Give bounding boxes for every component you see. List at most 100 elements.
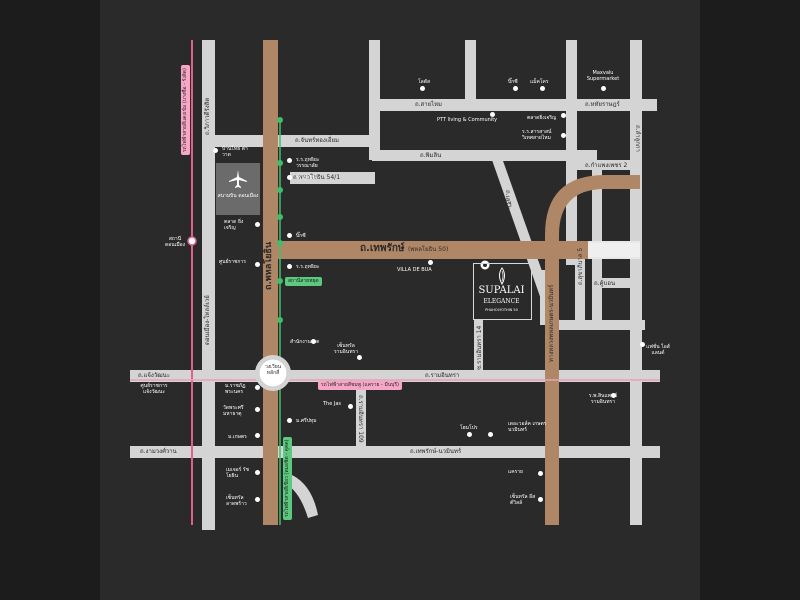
supalai-subtitle-location: PHAHOLYOTHIN 50 [485,308,518,312]
green-station-dot [277,278,283,284]
landmark-dot [255,433,260,438]
phahon-54-road [290,172,375,184]
landmark-makro: แม็คโคร [530,79,549,85]
road-label-phahon-yothin: ถ.พหลโยธิน [264,241,274,290]
landmark-school-5: ตลาด ยิ่งเจริญ [224,219,244,231]
landmark-district-office: ศูนย์ราชการ [219,259,246,265]
green-station-dot [277,240,283,246]
landmark-dot [255,407,260,412]
landmark-dot [287,175,292,180]
landmark-dot [255,470,260,475]
landmark-big-c-mid: บิ๊กซี [296,233,306,239]
don-mueang-station-marker [187,236,197,246]
phahon-yothin-road [263,40,278,525]
thepharak-road [278,241,588,259]
landmark-dot [255,262,260,267]
phinlap-road [372,150,597,161]
green-line-tag: รถไฟฟ้าสายสีเขียว (หมอชิต - คูคต) [283,436,292,520]
thepharak-nawamin-road [130,446,660,458]
landmark-dot [640,342,645,347]
green-line [277,117,283,525]
landmark-dot [255,497,260,502]
landmark-dot [348,404,353,409]
landmark-index-living: ร.ร.ฤทธิยะ [296,264,320,270]
green-station-dot [277,317,283,323]
landmark-fashion: แฟชั่น ไอส์แลนด์ [646,344,670,356]
road-label-don-mueang-tollway: ดอนเมือง-โทลล์เวย์ [204,295,211,345]
landmark-dot [287,233,292,238]
pink-line-tag: รถไฟฟ้าสายสีชมพู (แคราย - มีนบุรี) [318,381,402,390]
airport-label: สนามบิน ดอนเมือง [217,193,259,199]
bottom-curve-road [286,475,318,518]
chan-thong-road [215,135,380,147]
right-connector [545,320,645,330]
vibhavadi-road [202,40,215,530]
landmark-dot [538,497,543,502]
landmark-mega-home: เมเจอร์ รัชโยธิน [226,467,250,479]
road-vertical-d [630,40,642,525]
landmark-maxvalu: Maxvalu Supermarket [586,70,620,82]
landmark-school-1: ร.ร.ฤทธิยะวรรณาลัย [296,157,320,169]
landmark-dot [488,432,493,437]
landmark-big-c-top: บิ๊กซี [508,79,518,85]
landmark-dot [287,418,292,423]
green-station-dot [277,117,283,123]
landmark-kasetsart: ม.เกษตร [228,434,247,440]
red-line-tag: รถไฟฟ้าสายสีแดงเข้ม (บางซื่อ - รังสิต) [181,64,190,155]
road-vertical-a [369,40,380,160]
main-roads [263,40,640,525]
landmark-dot [213,148,218,153]
road-label-vibhavadi: ถ.วิภาวดีรังสิต [204,97,211,135]
landmark-school-3: รร.ฤทธิยะ [296,175,318,181]
landmark-rama-hospital: ร.พ.สินแพทย์ รามอินทรา [588,393,618,405]
don-mueang-station-label: สถานี ดอนเมือง [165,236,186,248]
landmark-central: เซ็นทรัล รามอินทรา [334,343,358,355]
landmark-dot [311,339,316,344]
landmark-bigc-bottom: แคราย [508,469,523,475]
landmark-dot [611,393,616,398]
road-label-upside: ถ.เสรีไทย [504,190,511,215]
circle-inner [258,358,288,388]
green-station-dot [277,160,283,166]
road-vertical-i [575,245,585,325]
diagonal-road [492,158,560,322]
road-label-ngam-wong-wan: ถ.งามวงศ์วาน [140,448,177,455]
road-label-chaeng-watthana: ถ.แจ้งวัฒนะ [138,372,170,379]
supalai-leaf-logo [499,267,505,285]
road-label-chan-thongkham: ถ.จันทร์ทองเอี่ยม [295,137,339,144]
road-label-thepharak-nawamin: ถ.เทพรักษ์-นวมินทร์ [410,448,462,455]
green-station-tag: สถานีสายหยุด [285,277,322,286]
landmark-saphan: สำนักงานเขต [290,339,320,345]
landmark-the-walk: เดอะวอล์ค เกษตรนวมินทร์ [508,421,547,433]
landmark-dot [420,86,425,91]
supalai-project-box [473,263,532,320]
road-label-sukhaphiban: ถ.สุขาภิบาล 5 [577,247,584,285]
landmark-univ-1: ม.ราชภัฏ พระนคร [225,383,246,395]
kaset-nawamin-highway [545,175,640,525]
road-label-phinlap: ถ.พิมลิน [420,152,442,159]
road-label-kamphaengphet: ถ.กำแพงเพชร 2 [585,162,628,169]
road-label-ram-intra-soi: ซ.รามอินทรา 14 [476,325,483,370]
landmark-dot [287,158,292,163]
landmark-kaset-market: ม.ศรีปทุม [296,418,317,424]
landmark-dot [287,264,292,269]
supalai-pin [479,259,491,271]
road-label-thepharak: ถ.เทพรักษ์ (พหลโยธิน 50) [360,243,449,254]
landmark-homepro: โฮมโปร [460,425,478,431]
kaset-nawamin-road [577,160,632,170]
airplane-icon [229,170,247,188]
road-label-ram-intra: ถ.รามอินทรา [425,372,460,379]
landmark-dot [428,260,433,265]
landmark-market-top: ตลาดยิ่งเจริญ [527,115,557,121]
landmark-dot [540,86,545,91]
landmark-dot [490,112,495,117]
landmark-school-2: ร.ร.สารสาสน์วิเทศสายไหม [522,129,552,141]
road-label-sai-mai: ถ.สายไหม [415,101,443,108]
lak-si-circle-label: วงเวียน หลักสี่ [264,364,282,376]
road-vertical-g [356,383,366,450]
landmark-villa-de-bua: VILLA DE BUA [397,267,432,273]
road-label-hathairat: ถ.หทัยราษฎร์ [585,101,620,108]
landmark-dot [601,86,606,91]
